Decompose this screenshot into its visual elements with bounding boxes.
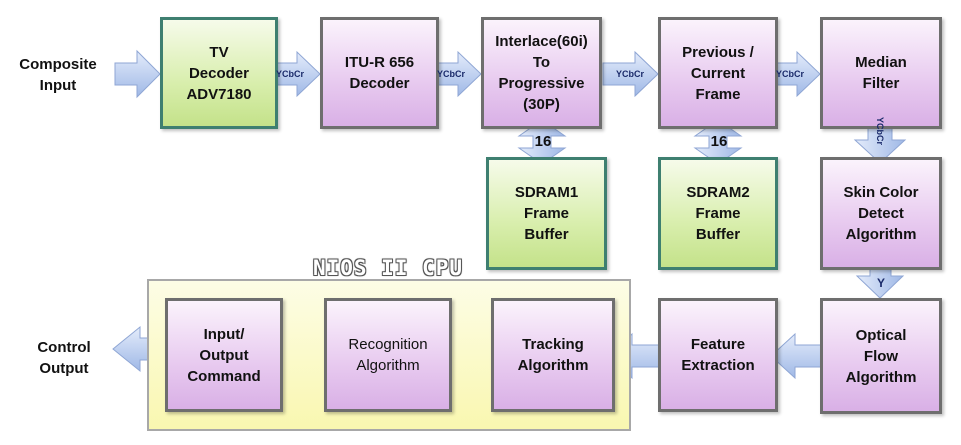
- bus-width-16-a: 16: [534, 133, 552, 150]
- signal-ycbcr-4: YCbCr: [775, 69, 804, 79]
- nios-title: NIOS II CPU: [312, 256, 464, 280]
- signal-y: Y: [876, 276, 885, 290]
- tv-decoder-block: TV Decoder ADV7180: [160, 17, 278, 129]
- tracking-algorithm-block: Tracking Algorithm: [491, 298, 615, 412]
- recognition-algorithm-text: Recognition Algorithm: [348, 336, 428, 374]
- interlace-block: Interlace(60i) To Progressive (30P): [481, 17, 602, 129]
- previous-current-frame-block: Previous / Current Frame: [658, 17, 778, 129]
- signal-ycbcr-1: YCbCr: [275, 69, 304, 79]
- control-output-label: Control Output: [37, 339, 91, 377]
- arrow-input: [114, 49, 161, 99]
- composite-input-label: Composite Input: [19, 56, 97, 94]
- sdram2-block: SDRAM2 Frame Buffer: [658, 157, 778, 270]
- signal-ycbcr-3: YCbCr: [615, 69, 644, 79]
- median-filter-block: Median Filter: [820, 17, 942, 129]
- sdram1-block: SDRAM1 Frame Buffer: [486, 157, 607, 270]
- arrow-ycbcr-3: [602, 50, 659, 98]
- arrow-optical-to-feature: [770, 332, 823, 380]
- signal-ycbcr-2: YCbCr: [436, 69, 465, 79]
- io-command-block: Input/ Output Command: [165, 298, 283, 412]
- skin-color-detect-block: Skin Color Detect Algorithm: [820, 157, 942, 270]
- optical-flow-block: Optical Flow Algorithm: [820, 298, 942, 414]
- feature-extraction-block: Feature Extraction: [658, 298, 778, 412]
- signal-ycbcr-vertical: YCbCr: [875, 116, 885, 145]
- recognition-algorithm-block: Recognition Algorithm: [324, 298, 452, 412]
- bus-width-16-b: 16: [710, 133, 728, 150]
- itu-decoder-block: ITU-R 656 Decoder: [320, 17, 439, 129]
